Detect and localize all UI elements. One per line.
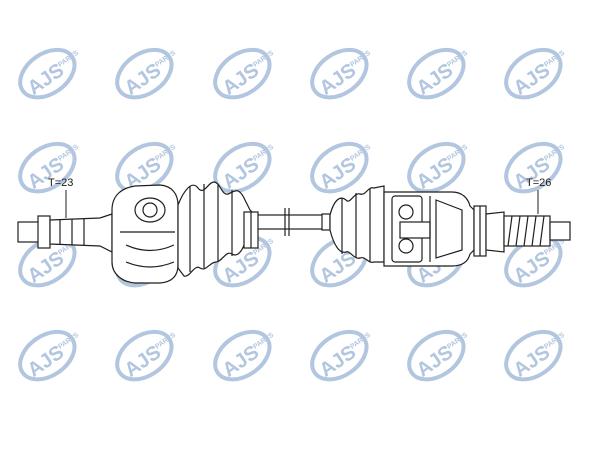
watermark-swoosh-icon	[504, 329, 563, 382]
watermark-swoosh-icon	[407, 141, 466, 194]
right-spline-callout: T=26	[526, 177, 551, 214]
left-spline-label: T=23	[48, 177, 73, 189]
watermark-swoosh-icon	[18, 47, 77, 100]
watermark-swoosh-icon	[504, 141, 563, 194]
left-cv-joint	[111, 184, 179, 284]
watermark-swoosh-icon	[504, 47, 563, 100]
watermark-swoosh-icon	[310, 329, 369, 382]
center-shaft	[254, 208, 331, 236]
watermark-swoosh-icon	[115, 329, 174, 382]
watermark-swoosh-icon	[213, 329, 272, 382]
right-spline-stub	[485, 211, 571, 253]
left-spline-stub	[17, 207, 127, 253]
watermark-swoosh-icon	[310, 141, 369, 194]
watermark-swoosh-icon	[115, 47, 174, 100]
right-spline-label: T=26	[526, 177, 551, 189]
left-spline-callout: T=23	[48, 177, 73, 218]
left-boot	[177, 181, 259, 277]
watermark-swoosh-icon	[407, 329, 466, 382]
right-tripod-joint	[383, 191, 487, 267]
watermark-swoosh-icon	[18, 141, 77, 194]
watermark-swoosh-icon	[310, 47, 369, 100]
right-boot	[321, 185, 385, 263]
watermark-swoosh-icon	[407, 47, 466, 100]
watermark-swoosh-icon	[213, 47, 272, 100]
watermark-swoosh-icon	[18, 329, 77, 382]
